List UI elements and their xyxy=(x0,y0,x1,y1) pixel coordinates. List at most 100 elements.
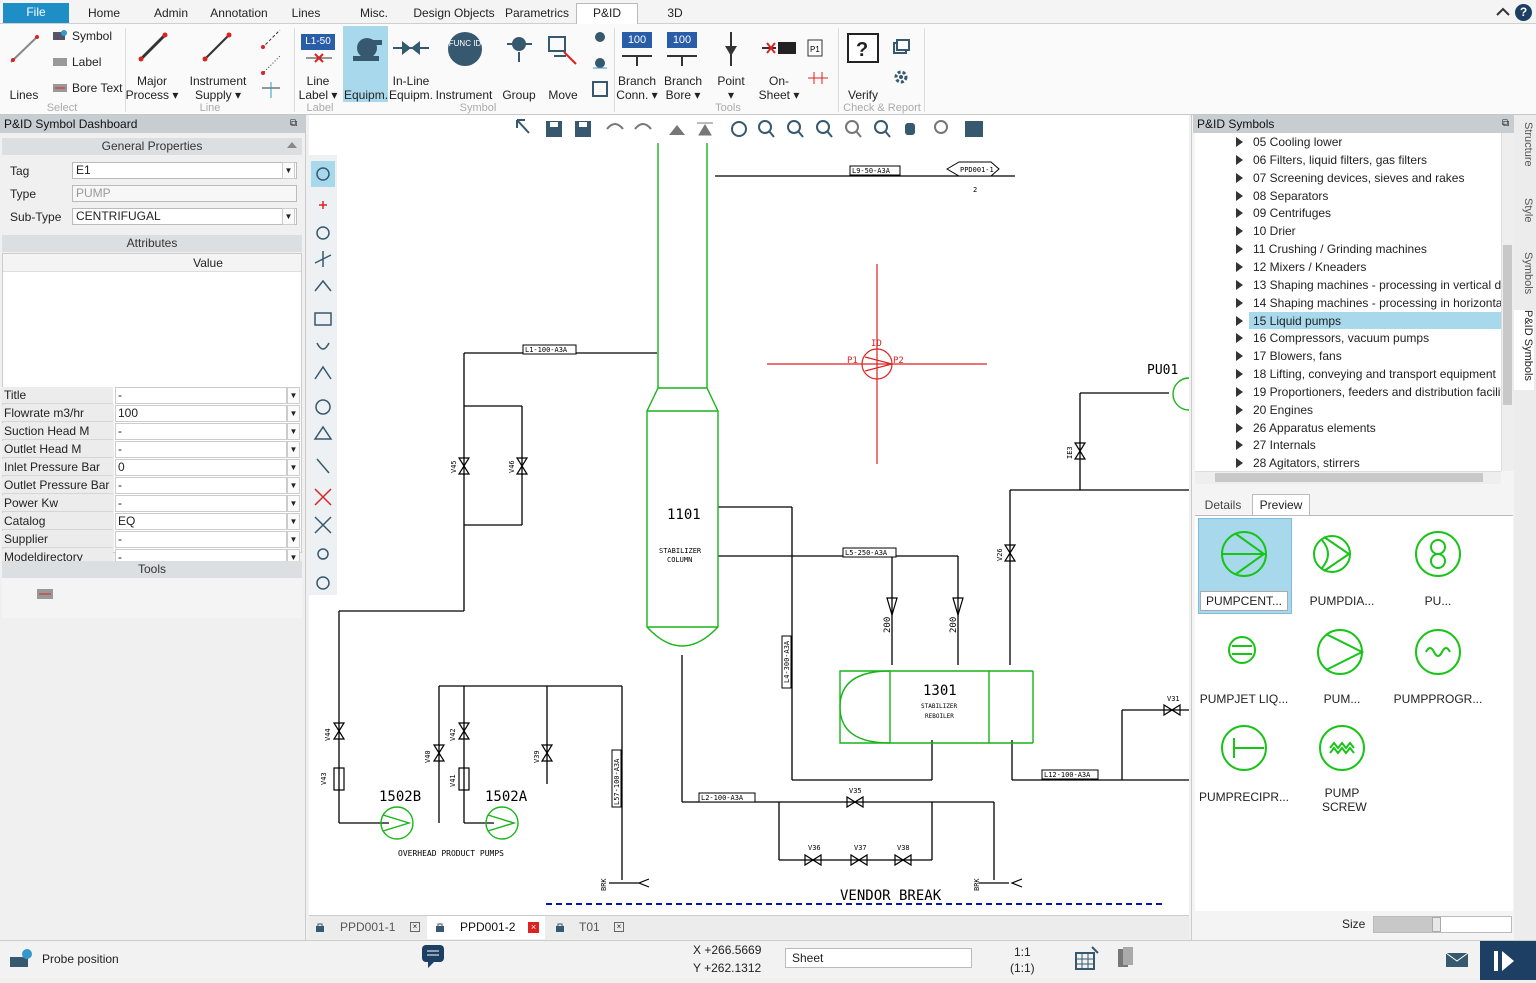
tree-item[interactable]: 11 Crushing / Grinding machines xyxy=(1236,241,1501,258)
symbol-pumpdia[interactable]: PUMPDIA... xyxy=(1294,520,1390,615)
expand-arrow-icon[interactable] xyxy=(1236,208,1243,219)
attribute-dropdown-icon[interactable]: ▼ xyxy=(287,495,300,512)
side-tab-style[interactable]: Style xyxy=(1522,198,1534,223)
attribute-dropdown-icon[interactable]: ▼ xyxy=(287,441,300,458)
tree-item[interactable]: 15 Liquid pumps xyxy=(1236,313,1501,330)
expand-arrow-icon[interactable] xyxy=(1236,297,1243,308)
dashed-line-icon[interactable] xyxy=(260,28,282,53)
tree-item[interactable]: 14 Shaping machines - processing in hori… xyxy=(1236,295,1501,312)
tab-annotation[interactable]: Annotation xyxy=(210,6,268,20)
equipment-button[interactable]: Equipm. xyxy=(344,88,389,102)
attribute-value[interactable]: - xyxy=(115,495,287,512)
attribute-value[interactable]: - xyxy=(115,387,287,404)
symbol-pum[interactable]: PUM... xyxy=(1294,618,1390,713)
group-button[interactable]: Group xyxy=(502,88,536,102)
tools-symbol-icon[interactable] xyxy=(36,587,54,604)
tab-parametrics[interactable]: Parametrics xyxy=(504,6,569,20)
attribute-dropdown-icon[interactable]: ▼ xyxy=(287,531,300,548)
expand-arrow-icon[interactable] xyxy=(1236,279,1243,290)
field-dropdown-icon[interactable]: ▼ xyxy=(282,208,295,225)
tree-item[interactable]: 10 Drier xyxy=(1236,223,1501,240)
tree-item[interactable]: 08 Separators xyxy=(1236,188,1501,205)
bore-text-button[interactable]: Bore Text xyxy=(72,81,123,95)
move-button[interactable]: Move xyxy=(548,88,578,102)
settings-gear-icon[interactable] xyxy=(892,68,910,89)
tree-item[interactable]: 19 Proportioners, feeders and distributi… xyxy=(1236,384,1501,401)
symbol-tool-3-icon[interactable] xyxy=(591,80,609,101)
tools-header[interactable]: Tools xyxy=(2,561,302,578)
attribute-dropdown-icon[interactable]: ▼ xyxy=(287,459,300,476)
instrument-button[interactable]: Instrument xyxy=(435,88,493,102)
expand-arrow-icon[interactable] xyxy=(1236,244,1243,255)
symbol-pumpcent[interactable]: PUMPCENT... xyxy=(1196,520,1292,615)
attribute-dropdown-icon[interactable]: ▼ xyxy=(287,477,300,494)
tab-misc[interactable]: Misc. xyxy=(360,6,388,20)
tab-admin[interactable]: Admin xyxy=(153,6,188,20)
expand-arrow-icon[interactable] xyxy=(1236,315,1243,326)
tree-item[interactable]: 20 Engines xyxy=(1236,402,1501,419)
details-tab[interactable]: Details xyxy=(1204,498,1242,512)
tree-item[interactable]: 12 Mixers / Kneaders xyxy=(1236,259,1501,276)
side-tab-symbols[interactable]: Symbols xyxy=(1522,252,1534,295)
file-tab[interactable]: File xyxy=(3,3,69,23)
tag-field[interactable]: E1 xyxy=(72,162,297,179)
attribute-value[interactable]: - xyxy=(115,441,287,458)
doc-tab-t01[interactable]: T01 xyxy=(579,920,600,934)
sheet-field[interactable]: Sheet xyxy=(785,948,972,968)
expand-arrow-icon[interactable] xyxy=(1236,404,1243,415)
point-button[interactable]: Point▾ xyxy=(717,74,745,102)
preview-tab[interactable]: Preview xyxy=(1252,494,1310,515)
sheet-ref-2-icon[interactable] xyxy=(806,68,832,91)
label-button[interactable]: Label xyxy=(72,55,102,69)
tree-item[interactable]: 06 Filters, liquid filters, gas filters xyxy=(1236,152,1501,169)
doc-tab-ppd001-2[interactable]: PPD001-2 xyxy=(460,920,516,934)
tree-item[interactable]: 18 Lifting, conveying and transport equi… xyxy=(1236,366,1501,383)
dashboard-float-icon[interactable]: ⧉ xyxy=(290,118,298,129)
tree-item[interactable]: 09 Centrifuges xyxy=(1236,205,1501,222)
on-sheet-button[interactable]: On-Sheet ▾ xyxy=(758,74,800,102)
attribute-dropdown-icon[interactable]: ▼ xyxy=(287,387,300,404)
attributes-header[interactable]: Attributes xyxy=(2,235,302,252)
expand-arrow-icon[interactable] xyxy=(1236,226,1243,237)
side-tab-structure[interactable]: Structure xyxy=(1522,122,1534,167)
chat-icon[interactable] xyxy=(420,943,446,969)
attribute-value[interactable]: - xyxy=(115,531,287,548)
expand-arrow-icon[interactable] xyxy=(1236,440,1243,451)
expand-arrow-icon[interactable] xyxy=(1236,422,1243,433)
dotted-line-icon[interactable] xyxy=(260,54,282,79)
tab-pid[interactable]: P&ID xyxy=(576,3,638,24)
attribute-dropdown-icon[interactable]: ▼ xyxy=(287,405,300,422)
mail-icon[interactable] xyxy=(1444,947,1470,972)
tree-hscrollbar-thumb[interactable] xyxy=(1215,473,1483,482)
layers-icon[interactable] xyxy=(1114,945,1136,974)
attribute-value[interactable]: - xyxy=(115,423,287,440)
symbol-pu[interactable]: PU... xyxy=(1390,520,1486,615)
tree-item[interactable]: 26 Apparatus elements xyxy=(1236,420,1501,437)
tab-home[interactable]: Home xyxy=(87,6,120,20)
symbol-pumpjet[interactable]: PUMPJET LIQ... xyxy=(1196,618,1292,713)
attribute-value[interactable]: 0 xyxy=(115,459,287,476)
tree-item[interactable]: 17 Blowers, fans xyxy=(1236,348,1501,365)
close-tab-1-icon[interactable]: × xyxy=(410,922,420,932)
expand-arrow-icon[interactable] xyxy=(1236,351,1243,362)
doc-tab-ppd001-1[interactable]: PPD001-1 xyxy=(340,920,396,934)
symbol-pumpprogr[interactable]: PUMPPROGR... xyxy=(1390,618,1486,713)
collapse-ribbon-icon[interactable] xyxy=(1495,4,1511,20)
tree-item[interactable]: 16 Compressors, vacuum pumps xyxy=(1236,330,1501,347)
type-field[interactable]: PUMP xyxy=(72,185,297,202)
expand-arrow-icon[interactable] xyxy=(1236,369,1243,380)
sheet-ref-1-icon[interactable]: P1 xyxy=(806,38,832,63)
side-tab-pid-symbols[interactable]: P&ID Symbols xyxy=(1514,310,1534,390)
symbol-pump-screw[interactable]: PUMP SCREW xyxy=(1294,716,1390,814)
lines-button[interactable]: Lines xyxy=(9,88,39,102)
line-junction-icon[interactable] xyxy=(260,80,286,103)
grid-icon[interactable] xyxy=(1074,945,1100,974)
drawing-canvas[interactable]: L9-50-A3A L1-100-A3A L5-250-A3A L12-100-… xyxy=(309,143,1189,915)
attribute-dropdown-icon[interactable]: ▼ xyxy=(287,423,300,440)
general-properties-header[interactable]: General Properties xyxy=(2,138,302,155)
